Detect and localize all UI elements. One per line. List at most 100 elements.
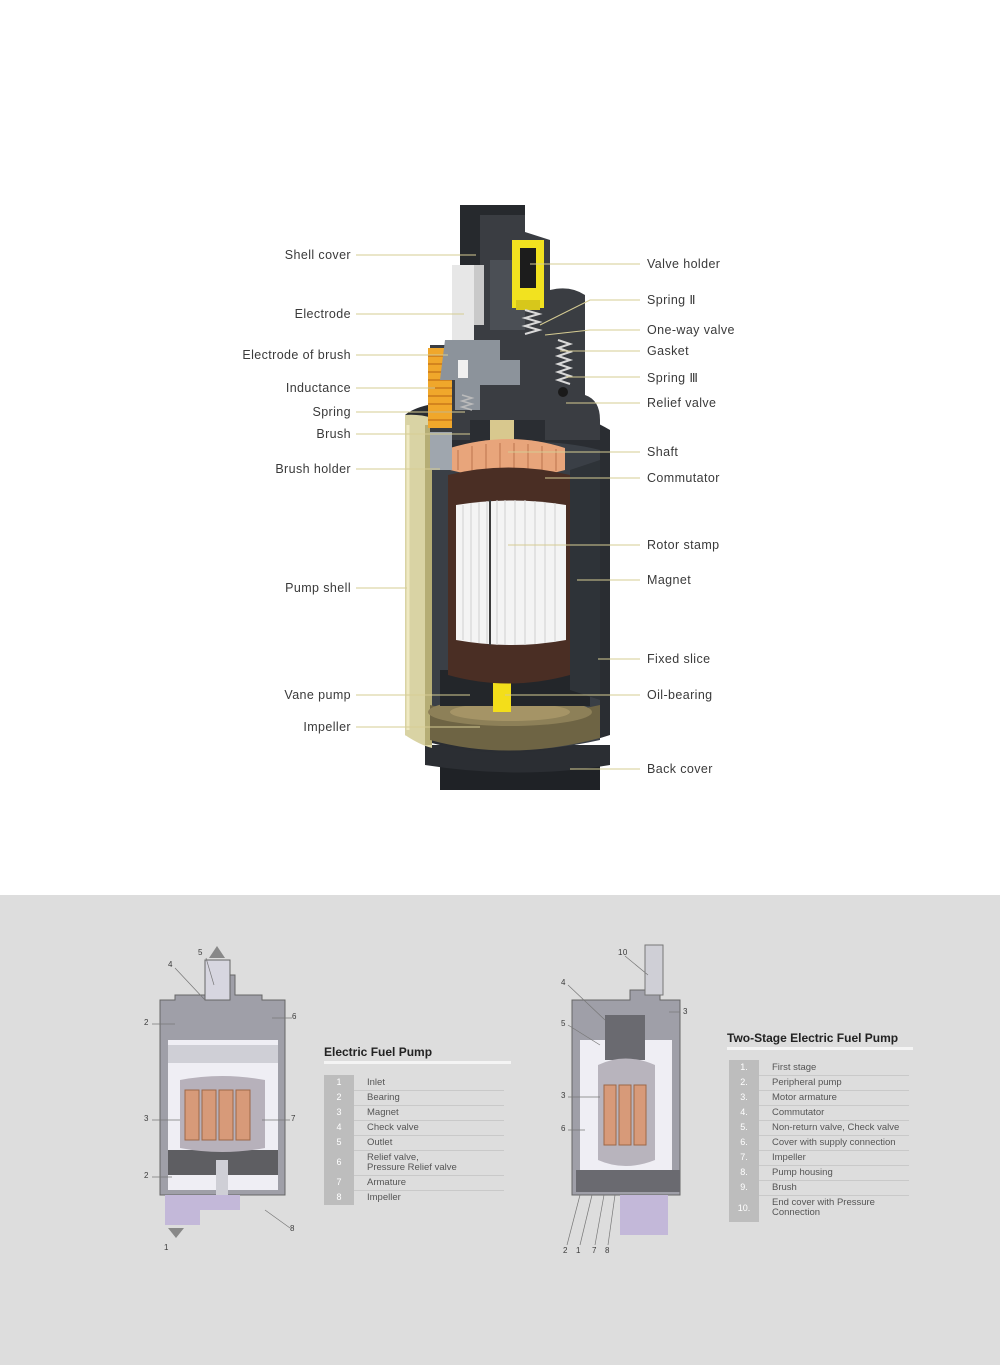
table-row: 6 Relief valve, Pressure Relief valve bbox=[324, 1150, 511, 1175]
label-one-way-valve: One-way valve bbox=[647, 323, 735, 337]
right-table-title: Two-Stage Electric Fuel Pump bbox=[727, 1031, 899, 1045]
row-text: Cover with supply connection bbox=[772, 1137, 896, 1148]
row-text: Impeller bbox=[772, 1152, 806, 1163]
callout-left-2a: 2 bbox=[144, 1018, 149, 1027]
fuel-pump-cutaway-illustration bbox=[356, 205, 640, 790]
row-number: 7. bbox=[729, 1150, 759, 1165]
label-brush-holder: Brush holder bbox=[275, 462, 351, 476]
table-row: 4. Commutator bbox=[729, 1105, 915, 1120]
table-row: 1 Inlet bbox=[324, 1075, 511, 1090]
row-text: Outlet bbox=[367, 1137, 393, 1148]
label-electrode: Electrode bbox=[294, 307, 351, 321]
row-number: 2. bbox=[729, 1075, 759, 1090]
row-number: 6 bbox=[324, 1150, 354, 1175]
callout-left-6: 6 bbox=[292, 1012, 297, 1021]
callout-right-7: 7 bbox=[592, 1246, 597, 1255]
row-text: Non-return valve, Check valve bbox=[772, 1122, 900, 1133]
row-number: 8 bbox=[324, 1190, 354, 1205]
table-row: 5 Outlet bbox=[324, 1135, 511, 1150]
row-text: First stage bbox=[772, 1062, 817, 1073]
table-row: 4 Check valve bbox=[324, 1120, 511, 1135]
callout-left-2b: 2 bbox=[144, 1171, 149, 1180]
table-row: 2 Bearing bbox=[324, 1090, 511, 1105]
callout-right-6: 6 bbox=[561, 1124, 566, 1133]
label-pump-shell: Pump shell bbox=[285, 581, 351, 595]
label-impeller: Impeller bbox=[303, 720, 351, 734]
table-row: 3. Motor armature bbox=[729, 1090, 915, 1105]
row-number: 3 bbox=[324, 1105, 354, 1120]
table-row: 7 Armature bbox=[324, 1175, 511, 1190]
label-spring-3: Spring Ⅲ bbox=[647, 371, 699, 385]
row-text: Brush bbox=[772, 1182, 797, 1193]
callout-right-8: 8 bbox=[605, 1246, 610, 1255]
callout-right-3a: 3 bbox=[683, 1007, 688, 1016]
row-number: 4. bbox=[729, 1105, 759, 1120]
label-relief-valve: Relief valve bbox=[647, 396, 717, 410]
row-text: Relief valve, Pressure Relief valve bbox=[367, 1152, 457, 1173]
table-row: 9. Brush bbox=[729, 1180, 915, 1195]
row-text: Armature bbox=[367, 1177, 407, 1188]
callout-left-8: 8 bbox=[290, 1224, 295, 1233]
label-oil-bearing: Oil-bearing bbox=[647, 688, 713, 702]
right-table-rule bbox=[727, 1047, 913, 1050]
label-fixed-slice: Fixed slice bbox=[647, 652, 711, 666]
row-text: End cover with Pressure Connection bbox=[772, 1197, 875, 1218]
label-rotor-stamp: Rotor stamp bbox=[647, 538, 720, 552]
row-number: 10. bbox=[729, 1195, 759, 1222]
callout-left-3: 3 bbox=[144, 1114, 149, 1123]
label-shell-cover: Shell cover bbox=[284, 248, 351, 262]
label-inductance: Inductance bbox=[285, 381, 351, 395]
row-number: 1 bbox=[324, 1075, 354, 1090]
label-back-cover: Back cover bbox=[647, 762, 713, 776]
row-text: Impeller bbox=[367, 1192, 401, 1203]
callout-right-10: 10 bbox=[618, 948, 628, 957]
right-parts-table: 1. First stage 2. Peripheral pump 3. Motor … bbox=[729, 1060, 915, 1222]
left-parts-table: 1 Inlet 2 Bearing 3 Magnet 4 Check valve 5 Ou… bbox=[324, 1075, 511, 1205]
label-spring: Spring bbox=[312, 405, 351, 419]
row-number: 5 bbox=[324, 1135, 354, 1150]
callout-right-4: 4 bbox=[561, 978, 566, 987]
row-text: Check valve bbox=[367, 1122, 419, 1133]
table-row: 5. Non-return valve, Check valve bbox=[729, 1120, 915, 1135]
label-spring-2: Spring Ⅱ bbox=[647, 293, 696, 307]
row-number: 9. bbox=[729, 1180, 759, 1195]
row-text: Commutator bbox=[772, 1107, 825, 1118]
row-text: Bearing bbox=[367, 1092, 400, 1103]
callout-left-5: 5 bbox=[198, 948, 203, 957]
label-gasket: Gasket bbox=[647, 344, 689, 358]
row-text: Peripheral pump bbox=[772, 1077, 842, 1088]
row-text: Inlet bbox=[367, 1077, 385, 1088]
row-number: 8. bbox=[729, 1165, 759, 1180]
callout-left-4: 4 bbox=[168, 960, 173, 969]
row-number: 4 bbox=[324, 1120, 354, 1135]
table-row: 7. Impeller bbox=[729, 1150, 915, 1165]
callout-right-3b: 3 bbox=[561, 1091, 566, 1100]
row-text: Pump housing bbox=[772, 1167, 833, 1178]
label-vane-pump: Vane pump bbox=[284, 688, 351, 702]
label-electrode-of-brush: Electrode of brush bbox=[242, 348, 351, 362]
callout-left-7: 7 bbox=[291, 1114, 296, 1123]
row-number: 7 bbox=[324, 1175, 354, 1190]
row-number: 3. bbox=[729, 1090, 759, 1105]
label-magnet: Magnet bbox=[647, 573, 692, 587]
table-row: 6. Cover with supply connection bbox=[729, 1135, 915, 1150]
left-table-rule bbox=[324, 1061, 511, 1064]
label-brush: Brush bbox=[316, 427, 351, 441]
left-table-title: Electric Fuel Pump bbox=[324, 1045, 433, 1059]
row-text: Motor armature bbox=[772, 1092, 837, 1103]
table-row: 8. Pump housing bbox=[729, 1165, 915, 1180]
row-number: 2 bbox=[324, 1090, 354, 1105]
row-number: 1. bbox=[729, 1060, 759, 1075]
table-row: 2. Peripheral pump bbox=[729, 1075, 915, 1090]
callout-right-5: 5 bbox=[561, 1019, 566, 1028]
table-row: 10. End cover with Pressure Connection bbox=[729, 1195, 915, 1222]
callout-right-2: 2 bbox=[563, 1246, 568, 1255]
table-row: 1. First stage bbox=[729, 1060, 915, 1075]
callout-right-1: 1 bbox=[576, 1246, 581, 1255]
label-shaft: Shaft bbox=[647, 445, 679, 459]
table-row: 3 Magnet bbox=[324, 1105, 511, 1120]
row-number: 5. bbox=[729, 1120, 759, 1135]
row-text: Magnet bbox=[367, 1107, 399, 1118]
label-commutator: Commutator bbox=[647, 471, 720, 485]
row-number: 6. bbox=[729, 1135, 759, 1150]
